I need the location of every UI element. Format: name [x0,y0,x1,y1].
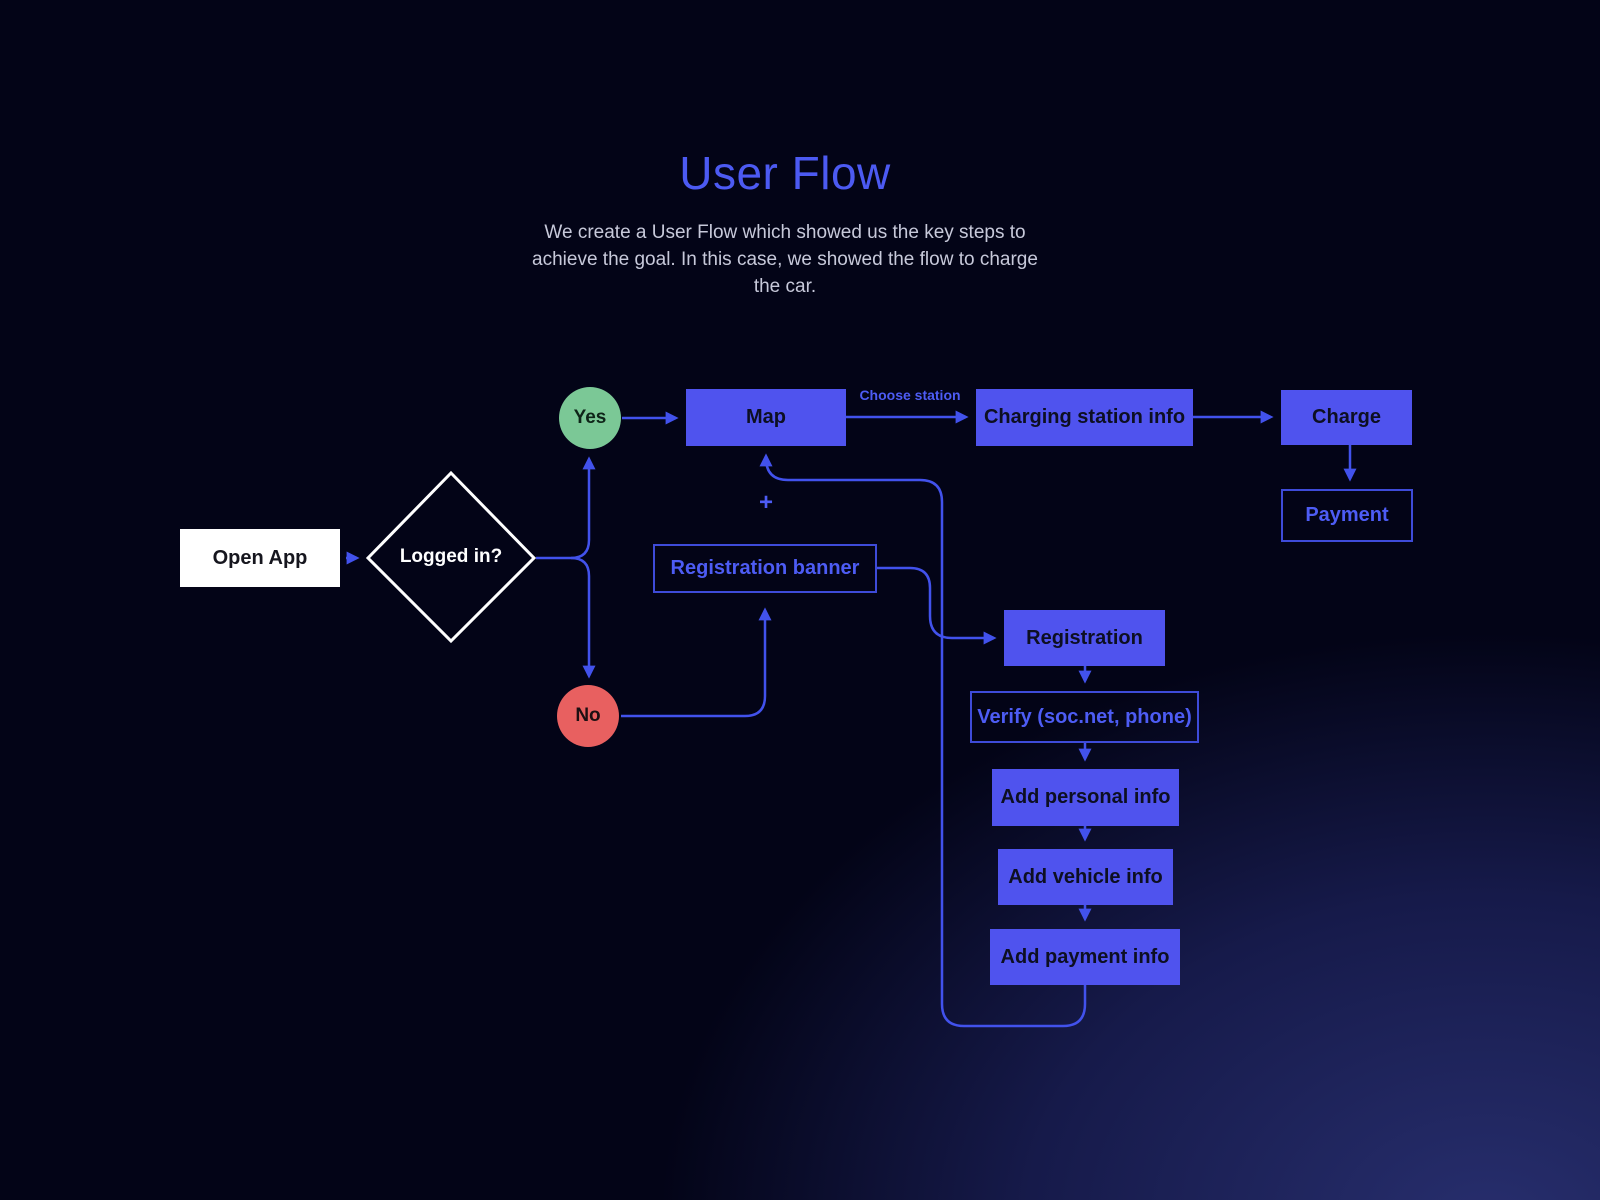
node-yes: Yes [559,387,621,449]
decision-logged-in: Logged in? [368,473,534,641]
node-payment: Payment [1281,489,1413,542]
decision-logged-in-label: Logged in? [399,546,503,567]
node-map: Map [686,389,846,446]
node-add-vehicle-info: Add vehicle info [998,849,1173,905]
node-registration-label: Registration [1026,626,1143,649]
node-open-app-label: Open App [212,546,308,569]
arrow-decision-to-yes [536,456,596,560]
edge-label-plus: + [758,489,773,516]
page-subtitle: We create a User Flow which showed us th… [532,222,1038,297]
node-no-label: No [575,705,601,726]
node-verify-label: Verify (soc.net, phone) [977,705,1192,728]
node-registration-banner-label: Registration banner [670,557,860,579]
node-charge-label: Charge [1312,406,1381,428]
node-no: No [557,685,619,747]
page-title: User Flow [679,147,891,199]
node-charging-station-info: Charging station info [976,389,1193,446]
arrow-no-to-registration-banner [621,607,772,718]
node-map-label: Map [746,406,786,428]
node-add-vehicle-info-label: Add vehicle info [1008,865,1163,888]
edge-label-choose-station: Choose station [859,387,961,403]
node-registration-banner: Registration banner [653,544,877,593]
node-add-personal-info-label: Add personal info [1000,786,1171,808]
node-add-personal-info: Add personal info [992,769,1179,826]
node-yes-label: Yes [573,407,607,428]
node-charge: Charge [1281,390,1412,445]
node-add-payment-info-label: Add payment info [1000,945,1170,968]
node-payment-label: Payment [1305,504,1389,526]
node-add-payment-info: Add payment info [990,929,1180,985]
decision-diamond-shape [365,470,537,644]
arrow-registration-banner-to-registration [877,566,997,645]
node-charging-station-info-label: Charging station info [983,406,1186,428]
node-verify: Verify (soc.net, phone) [970,691,1199,743]
arrow-decision-to-no [570,556,596,679]
arrow-loop-payment-info-to-map [759,453,1087,1028]
node-registration: Registration [1004,610,1165,666]
node-open-app: Open App [180,529,340,587]
